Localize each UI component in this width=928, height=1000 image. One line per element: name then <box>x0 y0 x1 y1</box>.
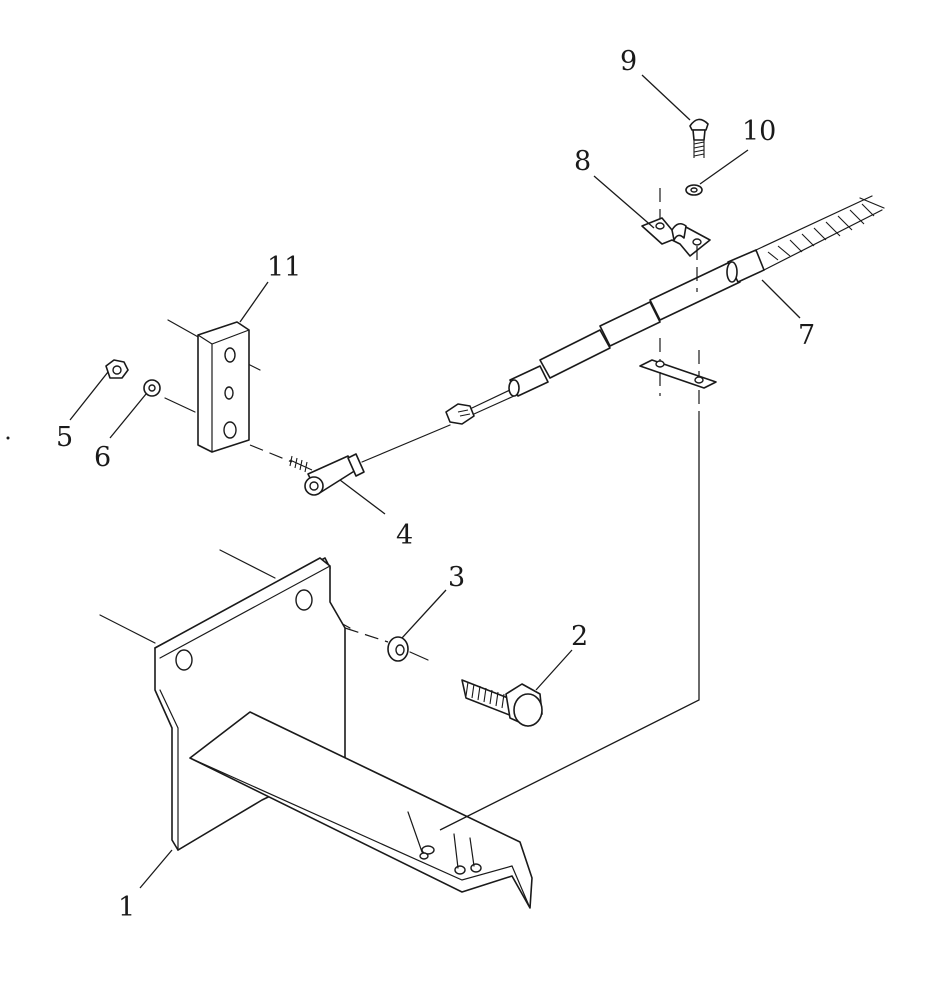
leader-lines <box>69 74 801 889</box>
split-washer <box>344 627 429 662</box>
mounting-bracket <box>99 549 533 909</box>
flat-washer <box>685 184 703 196</box>
callout-4: 4 <box>396 520 413 551</box>
callout-numbers: 1 2 3 4 5 6 7 8 9 10 11 <box>56 46 815 923</box>
callout-5: 5 <box>56 422 73 453</box>
lock-washer <box>143 379 161 397</box>
callout-1: 1 <box>118 892 135 923</box>
scan-speck <box>6 436 10 440</box>
hex-nut <box>105 359 129 379</box>
callout-11: 11 <box>267 252 301 283</box>
callout-7: 7 <box>798 320 815 351</box>
clamp-backing-plate <box>439 338 717 831</box>
hex-bolt <box>461 679 543 727</box>
spacer-block <box>164 319 261 453</box>
callout-2: 2 <box>571 621 588 652</box>
callout-3: 3 <box>448 562 465 593</box>
push-pull-cable <box>445 195 885 425</box>
callout-6: 6 <box>94 442 111 473</box>
cable-clamp <box>641 188 711 292</box>
cable-end-fitting <box>249 424 451 496</box>
callout-9: 9 <box>620 46 637 77</box>
callout-8: 8 <box>574 146 591 177</box>
carriage-bolt <box>689 118 709 158</box>
callout-10: 10 <box>742 116 776 147</box>
